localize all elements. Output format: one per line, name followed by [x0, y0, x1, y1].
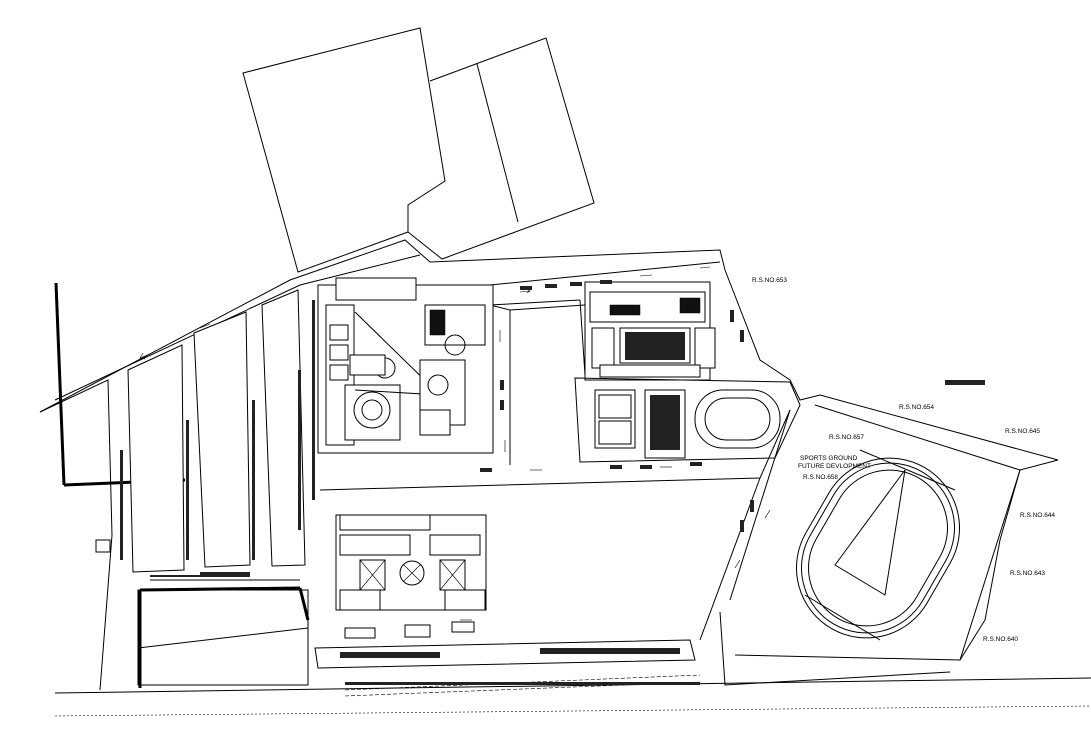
survey-label-643: R.S.NO.643 — [1010, 570, 1045, 577]
survey-labels: R.S.NO.653 R.S.NO.654 R.S.NO.657 R.S.NO.… — [752, 277, 1055, 643]
site-boundary — [39, 239, 1091, 717]
bottom-parking-strip — [314, 639, 701, 697]
sports-note-line2: FUTURE DEVLOPMENT — [798, 463, 871, 470]
survey-label-658: R.S.NO.658 — [803, 474, 838, 481]
survey-label-657: R.S.NO.657 — [829, 434, 864, 441]
academic-block-south — [335, 514, 487, 639]
parking-marks — [480, 280, 985, 532]
left-parking-marks — [120, 300, 315, 577]
survey-label-644: R.S.NO.644 — [1020, 512, 1055, 519]
survey-label-645: R.S.NO.645 — [1005, 428, 1040, 435]
left-strip-blocks — [95, 289, 310, 688]
survey-label-640: R.S.NO.640 — [983, 636, 1018, 643]
sports-courts — [574, 377, 801, 463]
sports-note-line1: SPORTS GROUND — [800, 455, 858, 462]
upper-land-parcels — [242, 27, 595, 273]
academic-block-north — [317, 277, 494, 454]
survey-label-654: R.S.NO.654 — [899, 404, 934, 411]
admin-block — [584, 281, 716, 381]
sports-ground-track — [734, 404, 1021, 661]
survey-label-653: R.S.NO.653 — [752, 277, 787, 284]
